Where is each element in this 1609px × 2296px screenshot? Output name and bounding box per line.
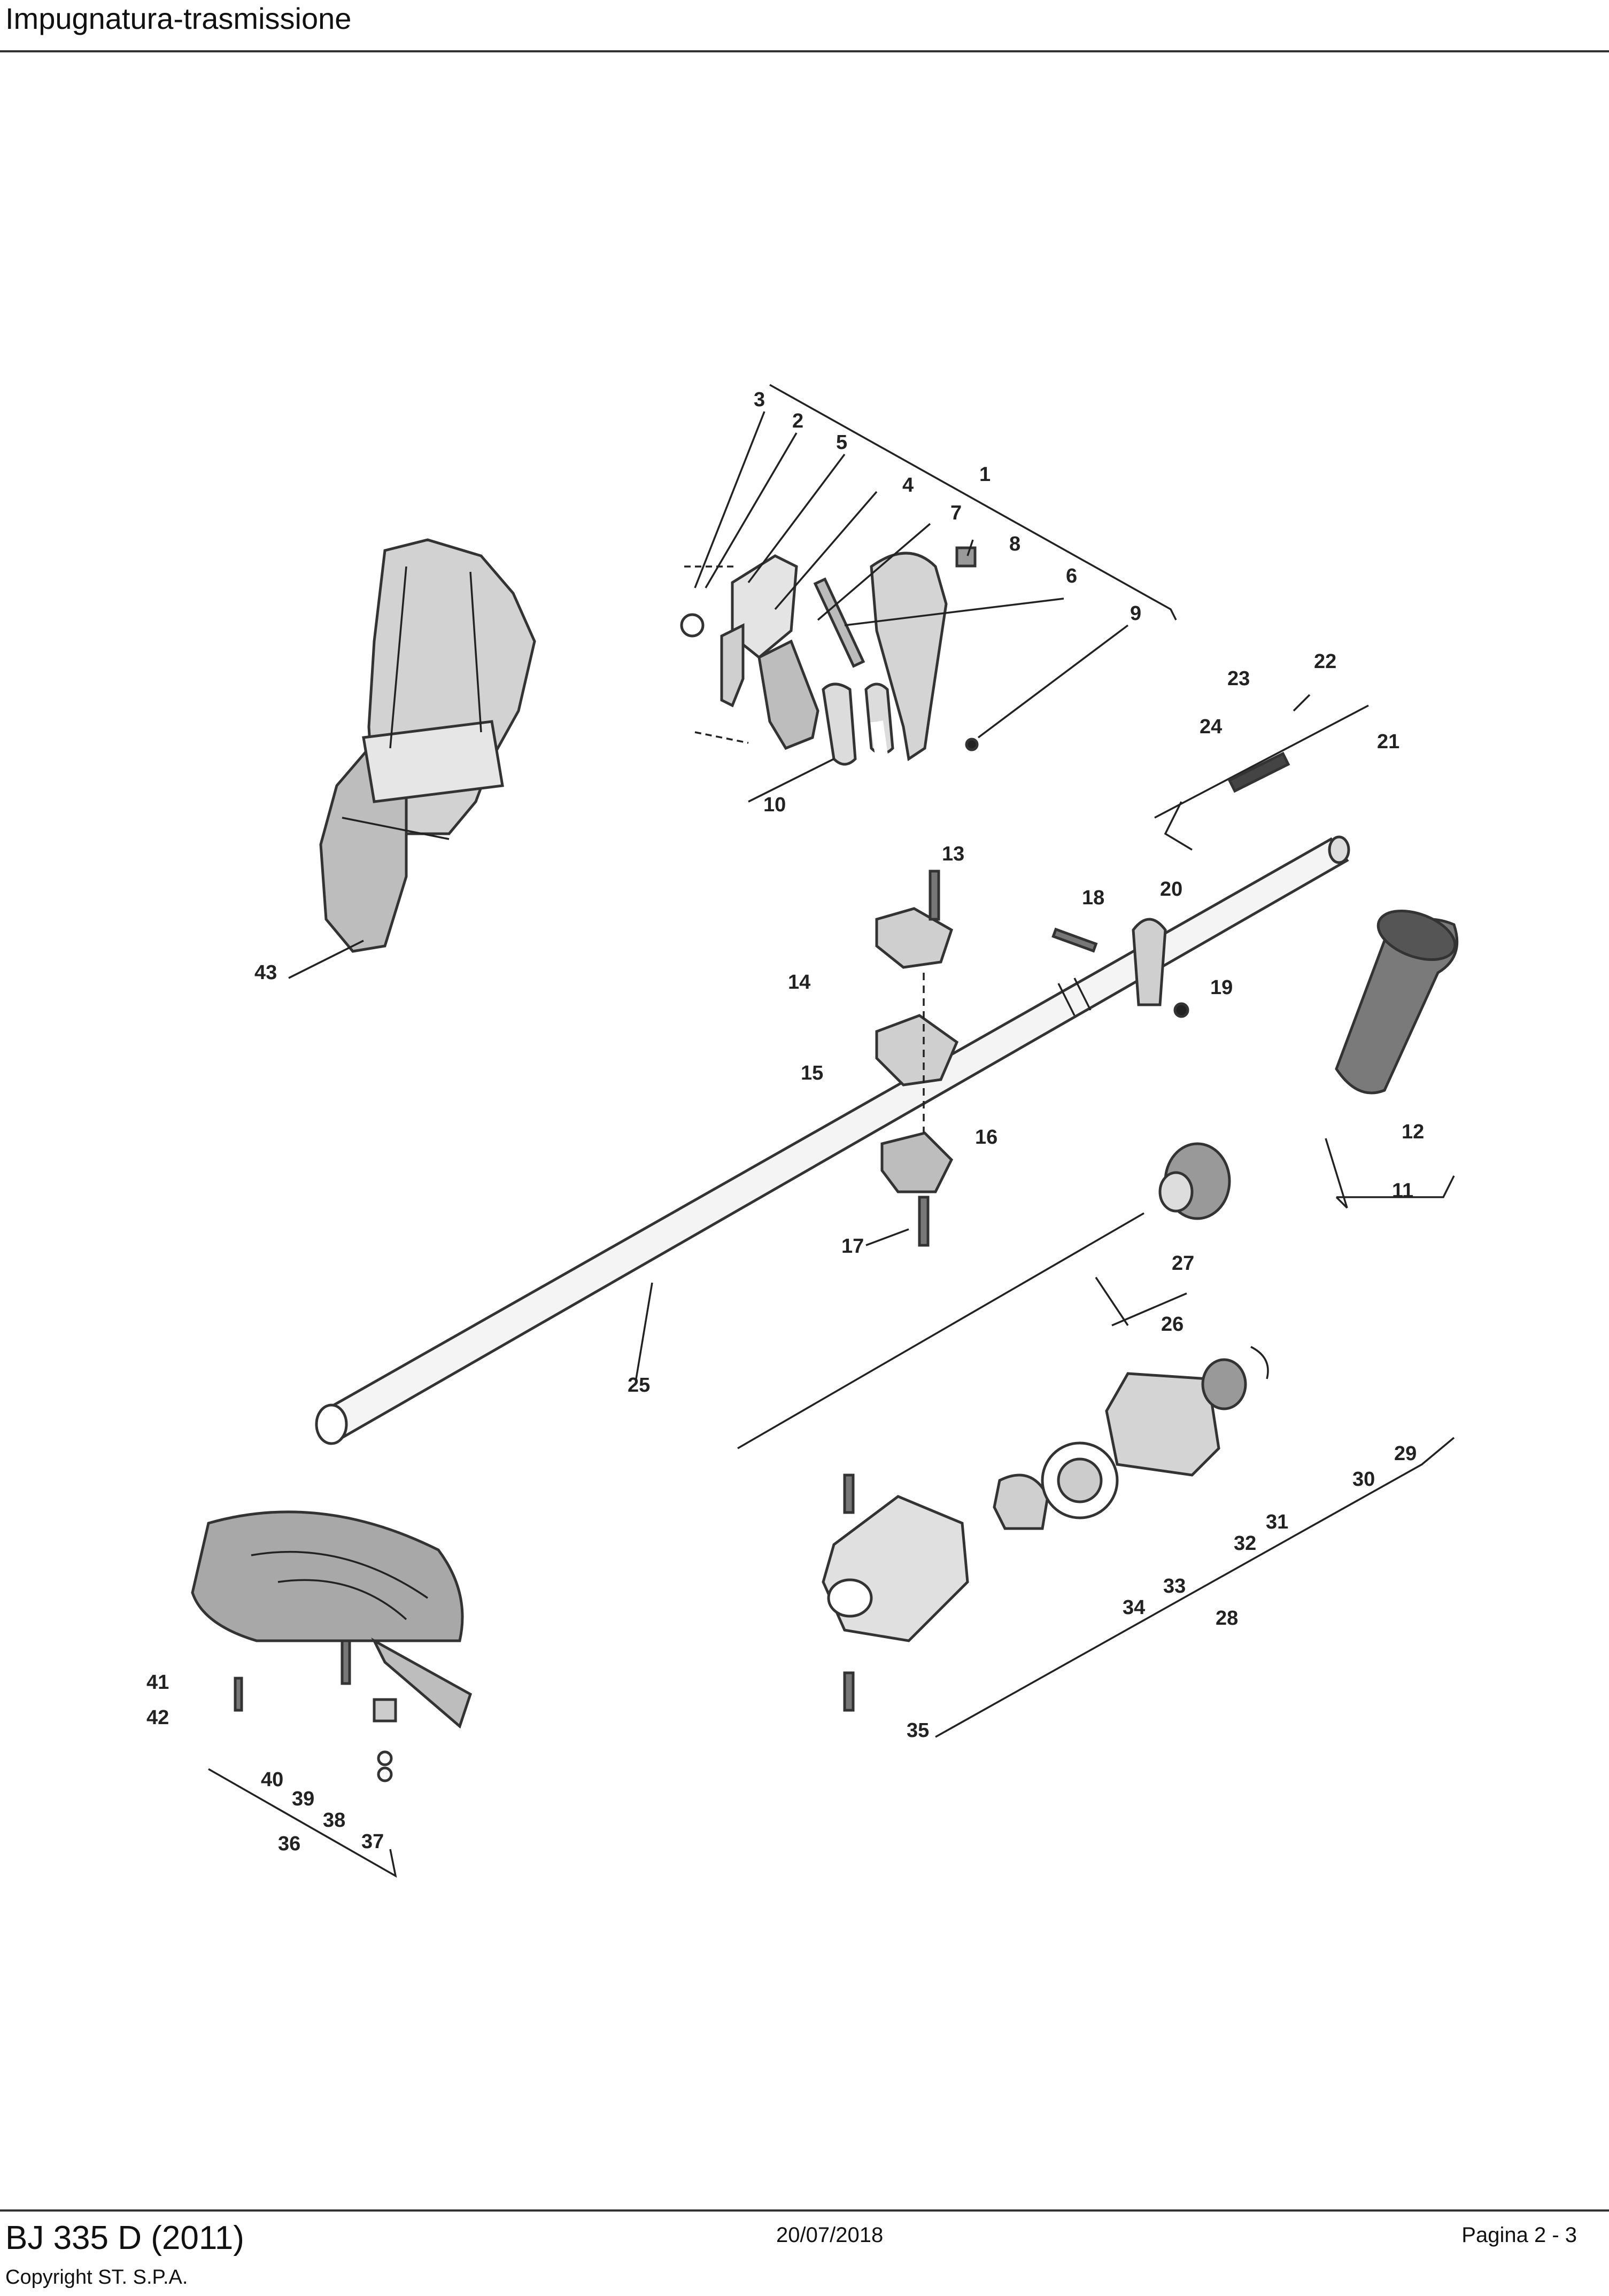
- callout-40: 40: [261, 1768, 283, 1791]
- right-grip-part: [1335, 909, 1459, 1095]
- callout-39: 39: [292, 1788, 314, 1810]
- callout-6: 6: [1066, 565, 1077, 587]
- callout-32: 32: [1234, 1532, 1256, 1555]
- callout-41: 41: [146, 1671, 169, 1694]
- throttle-handle-group: [680, 546, 979, 762]
- callout-43: 43: [254, 961, 277, 984]
- callout-33: 33: [1163, 1575, 1186, 1597]
- callout-24: 24: [1200, 716, 1222, 738]
- callout-28: 28: [1216, 1607, 1238, 1630]
- callout-3: 3: [754, 389, 765, 411]
- callout-42: 42: [146, 1707, 169, 1729]
- callout-9: 9: [1130, 602, 1141, 625]
- callout-37: 37: [361, 1830, 384, 1853]
- footer-divider: [0, 2209, 1609, 2212]
- callout-15: 15: [801, 1062, 823, 1084]
- header-divider: [0, 50, 1609, 52]
- copyright-text: Copyright ST. S.P.A.: [5, 2266, 188, 2289]
- page-number: Pagina 2 - 3: [1461, 2223, 1577, 2247]
- callout-29: 29: [1394, 1442, 1417, 1465]
- callout-23: 23: [1227, 668, 1250, 690]
- callout-17: 17: [841, 1235, 864, 1258]
- throttle-cable-part: [1154, 694, 1369, 851]
- leader-lines: [208, 384, 1455, 1878]
- callout-19: 19: [1210, 976, 1233, 999]
- callout-10: 10: [763, 794, 786, 816]
- callout-35: 35: [907, 1719, 929, 1742]
- shoulder-harness-part: [319, 538, 536, 953]
- model-name: BJ 335 D (2011): [5, 2220, 244, 2256]
- drive-shaft-part: [737, 1142, 1231, 1449]
- drive-tube-part: [315, 835, 1350, 1445]
- page-title: Impugnatura-trasmissione: [5, 2, 352, 35]
- callout-2: 2: [792, 410, 803, 432]
- callout-26: 26: [1161, 1313, 1183, 1336]
- callout-11: 11: [1392, 1180, 1413, 1202]
- cable-bracket-parts: [1051, 918, 1189, 1018]
- callout-7: 7: [950, 502, 962, 524]
- callout-30: 30: [1352, 1468, 1375, 1491]
- grass-guard-parts: [191, 1510, 473, 1782]
- callout-25: 25: [628, 1374, 650, 1397]
- callout-13: 13: [942, 843, 964, 865]
- callout-21: 21: [1377, 731, 1399, 753]
- print-date: 20/07/2018: [776, 2223, 884, 2247]
- callout-4: 4: [902, 474, 914, 497]
- callout-38: 38: [323, 1809, 345, 1832]
- gear-head-parts: [822, 1346, 1269, 1712]
- callout-1: 1: [979, 463, 991, 486]
- callout-27: 27: [1172, 1252, 1194, 1275]
- callout-8: 8: [1009, 533, 1020, 555]
- callout-20: 20: [1160, 878, 1182, 901]
- callout-31: 31: [1266, 1511, 1288, 1533]
- callout-16: 16: [975, 1126, 997, 1149]
- handle-clamp-parts: [875, 870, 959, 1247]
- callout-14: 14: [788, 971, 810, 994]
- callout-22: 22: [1314, 650, 1336, 673]
- callout-5: 5: [836, 431, 847, 454]
- callout-36: 36: [278, 1833, 300, 1855]
- callout-34: 34: [1123, 1596, 1145, 1619]
- callout-18: 18: [1082, 887, 1104, 909]
- callout-12: 12: [1402, 1121, 1424, 1143]
